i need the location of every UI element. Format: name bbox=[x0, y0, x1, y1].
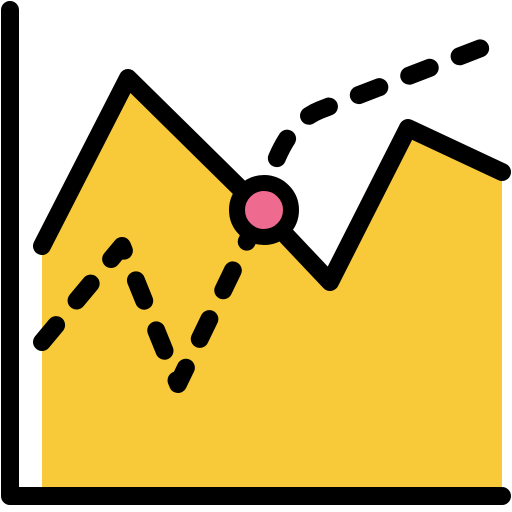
solid-data-line bbox=[33, 69, 511, 291]
intersection-marker bbox=[229, 175, 299, 245]
dashed-trend-line-left bbox=[33, 201, 271, 393]
